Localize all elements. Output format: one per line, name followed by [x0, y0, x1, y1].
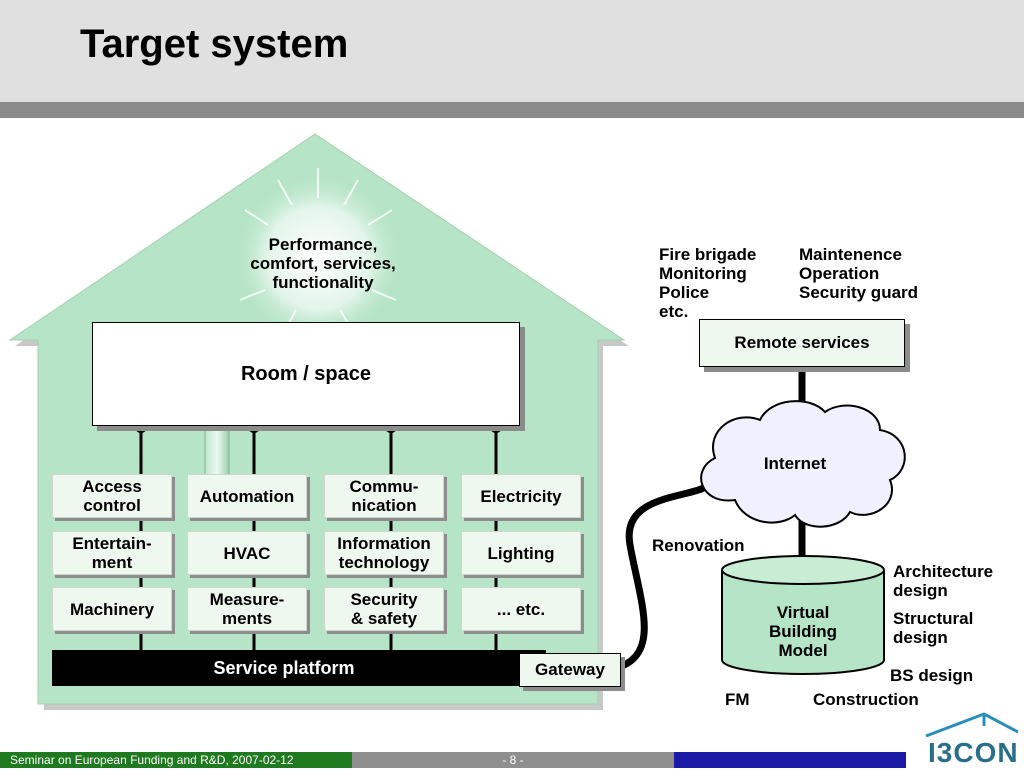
system-entertainment: Entertain- ment: [52, 531, 172, 575]
page-title: Target system: [80, 22, 349, 66]
internet-label: Internet: [763, 454, 827, 473]
construction-label: Construction: [813, 690, 919, 709]
system-communication: Commu- nication: [324, 474, 444, 518]
service-platform-bar: Service platform: [52, 650, 546, 686]
system-security-safety: Security & safety: [324, 587, 444, 631]
bs-design-label: BS design: [890, 666, 974, 685]
system-automation: Automation: [187, 474, 307, 518]
remote-services-label: Remote services: [734, 333, 870, 352]
service-platform-label: Service platform: [213, 657, 355, 678]
gateway-box: Gateway: [519, 653, 621, 687]
virtual-building-model-cylinder: [721, 555, 885, 675]
remote-services-box: Remote services: [699, 319, 905, 367]
system-etc: ... etc.: [461, 587, 581, 631]
structural-design-label: Structural design: [893, 609, 974, 647]
footer-blue-band: [674, 752, 906, 768]
gateway-label: Gateway: [535, 660, 605, 679]
system-measurements: Measure- ments: [187, 587, 307, 631]
room-label: Room / space: [240, 362, 372, 385]
header-divider: [0, 102, 1024, 118]
footer-seminar: Seminar on European Funding and R&D, 200…: [0, 752, 352, 768]
virtual-building-model-label: Virtual Building Model: [769, 603, 837, 660]
internet-cloud: [700, 400, 906, 528]
room-space-box: Room / space: [92, 322, 520, 426]
architecture-design-label: Architecture design: [893, 562, 994, 600]
system-access-control: Access control: [52, 474, 172, 518]
fm-label: FM: [725, 690, 750, 709]
system-lighting: Lighting: [461, 531, 581, 575]
renovation-label: Renovation: [652, 536, 745, 555]
remote-actors-col1: Fire brigade Monitoring Police etc.: [659, 245, 757, 321]
footer-page-number: - 8 -: [352, 752, 674, 768]
gateway-cable: [620, 479, 715, 670]
remote-actors-col2: Maintenence Operation Security guard: [799, 245, 919, 302]
logo-text: I3CON: [928, 737, 1019, 768]
i3con-logo: [925, 712, 1019, 738]
roof-label: Performance, comfort, services, function…: [250, 235, 396, 292]
system-electricity: Electricity: [461, 474, 581, 518]
system-information-technology: Information technology: [324, 531, 444, 575]
system-machinery: Machinery: [52, 587, 172, 631]
system-hvac: HVAC: [187, 531, 307, 575]
header-band: [0, 0, 1024, 102]
